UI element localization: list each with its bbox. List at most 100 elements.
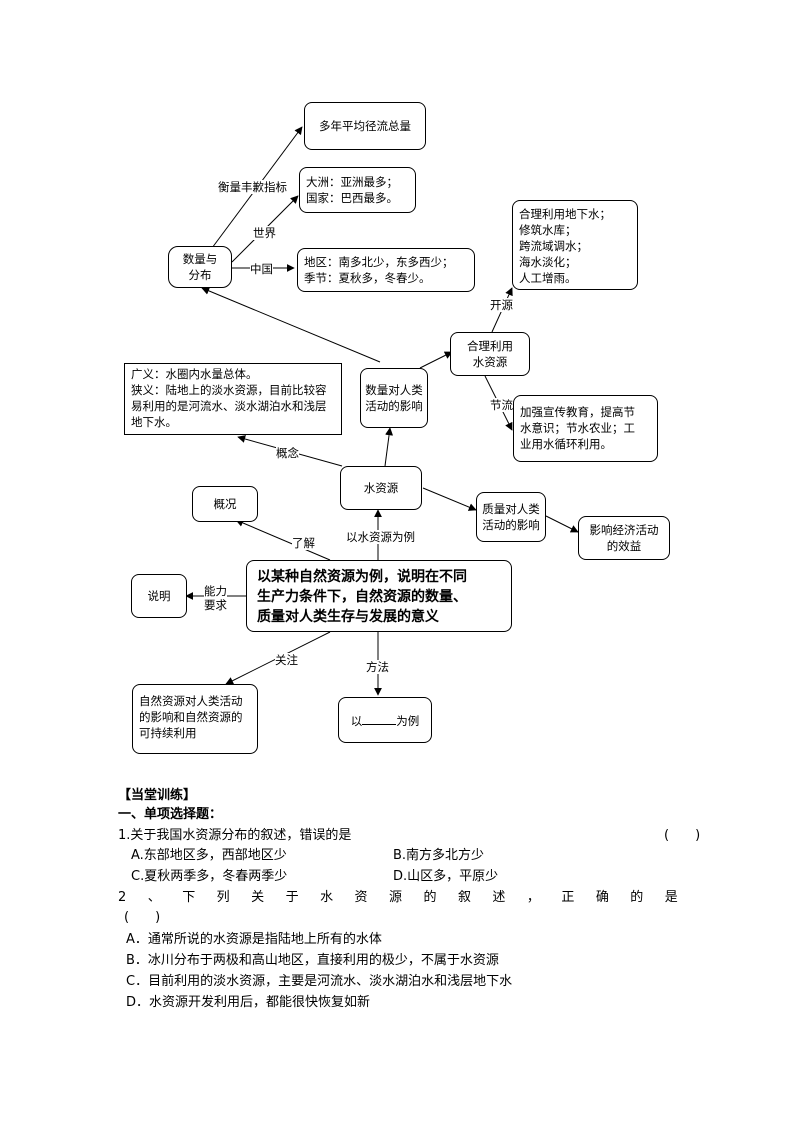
label-measure: 衡量丰歉指标 bbox=[218, 180, 287, 194]
label-concept: 概念 bbox=[276, 446, 299, 460]
q2-char: 关 bbox=[251, 890, 265, 905]
open-item: 修筑水库； bbox=[519, 223, 577, 237]
china-region: 地区：南多北少，东多西少； bbox=[304, 255, 454, 269]
q2-char: 是 bbox=[664, 890, 678, 905]
fill-in-blank[interactable] bbox=[362, 712, 397, 725]
q1-stem: 1.关于我国水资源分布的叙述，错误的是 bbox=[118, 828, 352, 843]
main-line1: 以某种自然资源为例，说明在不同 bbox=[257, 569, 467, 585]
open-source-box: 合理利用地下水； 修筑水库； 跨流域调水； 海水淡化； 人工增雨。 bbox=[512, 200, 638, 290]
open-item: 海水淡化； bbox=[519, 255, 577, 269]
overview-text: 概况 bbox=[213, 497, 237, 511]
save-line: 加强宣传教育，提高节 bbox=[520, 405, 635, 419]
quality-impact-node: 质量对人类活动的影响 bbox=[476, 492, 546, 542]
quantity-distribution-node: 数量与分布 bbox=[168, 246, 232, 288]
q2-char: ， bbox=[526, 890, 540, 905]
focus-line: 自然资源对人类活动 bbox=[139, 694, 243, 708]
concept-narrow: 狭义：陆地上的淡水资源，目前比较容 bbox=[131, 383, 327, 397]
q1-answer-paren[interactable]: ( ) bbox=[664, 828, 701, 843]
q2-char: 列 bbox=[216, 890, 230, 905]
label-focus: 关注 bbox=[275, 653, 298, 667]
water-resource-text: 水资源 bbox=[363, 481, 399, 495]
quantity-node-line1: 数量与 bbox=[182, 252, 218, 266]
save-line: 水意识；节水农业；工 bbox=[520, 421, 635, 435]
china-box: 地区：南多北少，东多西少； 季节：夏秋多，冬春少。 bbox=[297, 248, 475, 292]
q2-char: 2 bbox=[118, 890, 127, 905]
overview-node: 概况 bbox=[192, 486, 258, 522]
q2-char: 述 bbox=[492, 890, 506, 905]
label-ability: 能力 要求 bbox=[204, 584, 227, 612]
quantity-impact-line1: 数量对人类 bbox=[365, 383, 423, 397]
quantity-impact-node: 数量对人类活动的影响 bbox=[360, 368, 428, 428]
label-save: 节流 bbox=[490, 398, 513, 412]
china-season: 季节：夏秋多，冬春少。 bbox=[304, 271, 431, 285]
label-method: 方法 bbox=[366, 660, 389, 674]
ability-line2: 要求 bbox=[204, 598, 227, 612]
world-country: 国家：巴西最多。 bbox=[306, 191, 398, 205]
economic-line2: 的效益 bbox=[606, 539, 642, 553]
quality-impact-line2: 活动的影响 bbox=[482, 518, 540, 532]
concept-narrow: 地下水。 bbox=[131, 415, 177, 429]
label-understand: 了解 bbox=[292, 536, 315, 550]
label-example: 以水资源为例 bbox=[346, 530, 415, 544]
training-heading: 【当堂训练】 bbox=[118, 788, 197, 803]
q2-char: 叙 bbox=[457, 890, 471, 905]
rational-use-node: 合理利用水资源 bbox=[450, 332, 530, 376]
method-example-node: 以 为例 bbox=[338, 697, 432, 743]
explain-text: 说明 bbox=[147, 589, 171, 603]
q2-char: 的 bbox=[423, 890, 437, 905]
rational-line2: 水资源 bbox=[472, 355, 508, 369]
total-runoff-text: 多年平均径流总量 bbox=[319, 119, 411, 133]
q2-char: 于 bbox=[285, 890, 299, 905]
method-prefix: 以 bbox=[350, 713, 363, 728]
q2-stem: 2 、 下 列 关 于 水 资 源 的 叙 述 ， 正 确 的 是 bbox=[118, 888, 678, 908]
save-line: 业用水循环利用。 bbox=[520, 437, 612, 451]
q1-option-b[interactable]: B.南方多北方少 bbox=[393, 848, 485, 863]
economic-line1: 影响经济活动 bbox=[589, 523, 659, 537]
economic-effect-node: 影响经济活动的效益 bbox=[578, 516, 670, 560]
main-line3: 质量对人类生存与发展的意义 bbox=[257, 609, 439, 625]
q2-char: 源 bbox=[389, 890, 403, 905]
q2-option-c[interactable]: C．目前利用的淡水资源，主要是河流水、淡水湖泊水和浅层地下水 bbox=[126, 974, 513, 989]
q2-char: 确 bbox=[595, 890, 609, 905]
q2-answer-paren[interactable]: ( ) bbox=[124, 910, 161, 925]
world-box: 大洲：亚洲最多； 国家：巴西最多。 bbox=[299, 167, 416, 213]
quality-impact-line1: 质量对人类 bbox=[482, 502, 540, 516]
total-runoff-box: 多年平均径流总量 bbox=[304, 102, 426, 150]
open-item: 人工增雨。 bbox=[519, 271, 577, 285]
q2-option-a[interactable]: A．通常所说的水资源是指陆地上所有的水体 bbox=[126, 932, 382, 947]
open-item: 合理利用地下水； bbox=[519, 207, 611, 221]
q2-option-d[interactable]: D．水资源开发利用后，都能很快恢复如新 bbox=[126, 995, 371, 1010]
q2-char: 资 bbox=[354, 890, 368, 905]
open-item: 跨流域调水； bbox=[519, 239, 588, 253]
explain-node: 说明 bbox=[131, 574, 187, 618]
focus-line: 可持续利用 bbox=[139, 726, 197, 740]
concept-definition-box: 广义：水圈内水量总体。 狭义：陆地上的淡水资源，目前比较容 易利用的是河流水、淡… bbox=[124, 363, 342, 435]
section-title: 一、单项选择题： bbox=[118, 807, 223, 822]
q2-option-b[interactable]: B．冰川分布于两极和高山地区，直接利用的极少，不属于水资源 bbox=[126, 953, 499, 968]
q2-char: 正 bbox=[561, 890, 575, 905]
q2-char: 下 bbox=[182, 890, 196, 905]
q2-char: 的 bbox=[630, 890, 644, 905]
method-suffix: 为例 bbox=[396, 713, 420, 728]
water-resource-node: 水资源 bbox=[340, 466, 422, 510]
main-objective-node: 以某种自然资源为例，说明在不同 生产力条件下，自然资源的数量、 质量对人类生存与… bbox=[246, 560, 512, 632]
label-world: 世界 bbox=[253, 226, 276, 240]
world-continent: 大洲：亚洲最多； bbox=[306, 175, 398, 189]
concept-narrow: 易利用的是河流水、淡水湖泊水和浅层 bbox=[131, 399, 327, 413]
label-open-source: 开源 bbox=[490, 298, 513, 312]
focus-box: 自然资源对人类活动 的影响和自然资源的 可持续利用 bbox=[132, 684, 258, 754]
focus-line: 的影响和自然资源的 bbox=[139, 710, 243, 724]
ability-line1: 能力 bbox=[204, 584, 227, 598]
rational-line1: 合理利用 bbox=[467, 339, 513, 353]
q1-option-a[interactable]: A.东部地区多，西部地区少 bbox=[131, 848, 287, 863]
quantity-node-line2: 分布 bbox=[188, 268, 212, 282]
label-china: 中国 bbox=[250, 262, 273, 276]
concept-map: 多年平均径流总量 衡量丰歉指标 大洲：亚洲最多； 国家：巴西最多。 世界 中国 … bbox=[124, 102, 670, 754]
main-line2: 生产力条件下，自然资源的数量、 bbox=[257, 589, 467, 605]
quantity-impact-line2: 活动的影响 bbox=[365, 399, 423, 413]
save-water-box: 加强宣传教育，提高节 水意识；节水农业；工 业用水循环利用。 bbox=[513, 395, 658, 462]
q2-char: 、 bbox=[147, 890, 161, 905]
q1-option-d[interactable]: D.山区多，平原少 bbox=[393, 869, 499, 884]
q2-char: 水 bbox=[320, 890, 334, 905]
q1-option-c[interactable]: C.夏秋两季多，冬春两季少 bbox=[131, 869, 288, 884]
